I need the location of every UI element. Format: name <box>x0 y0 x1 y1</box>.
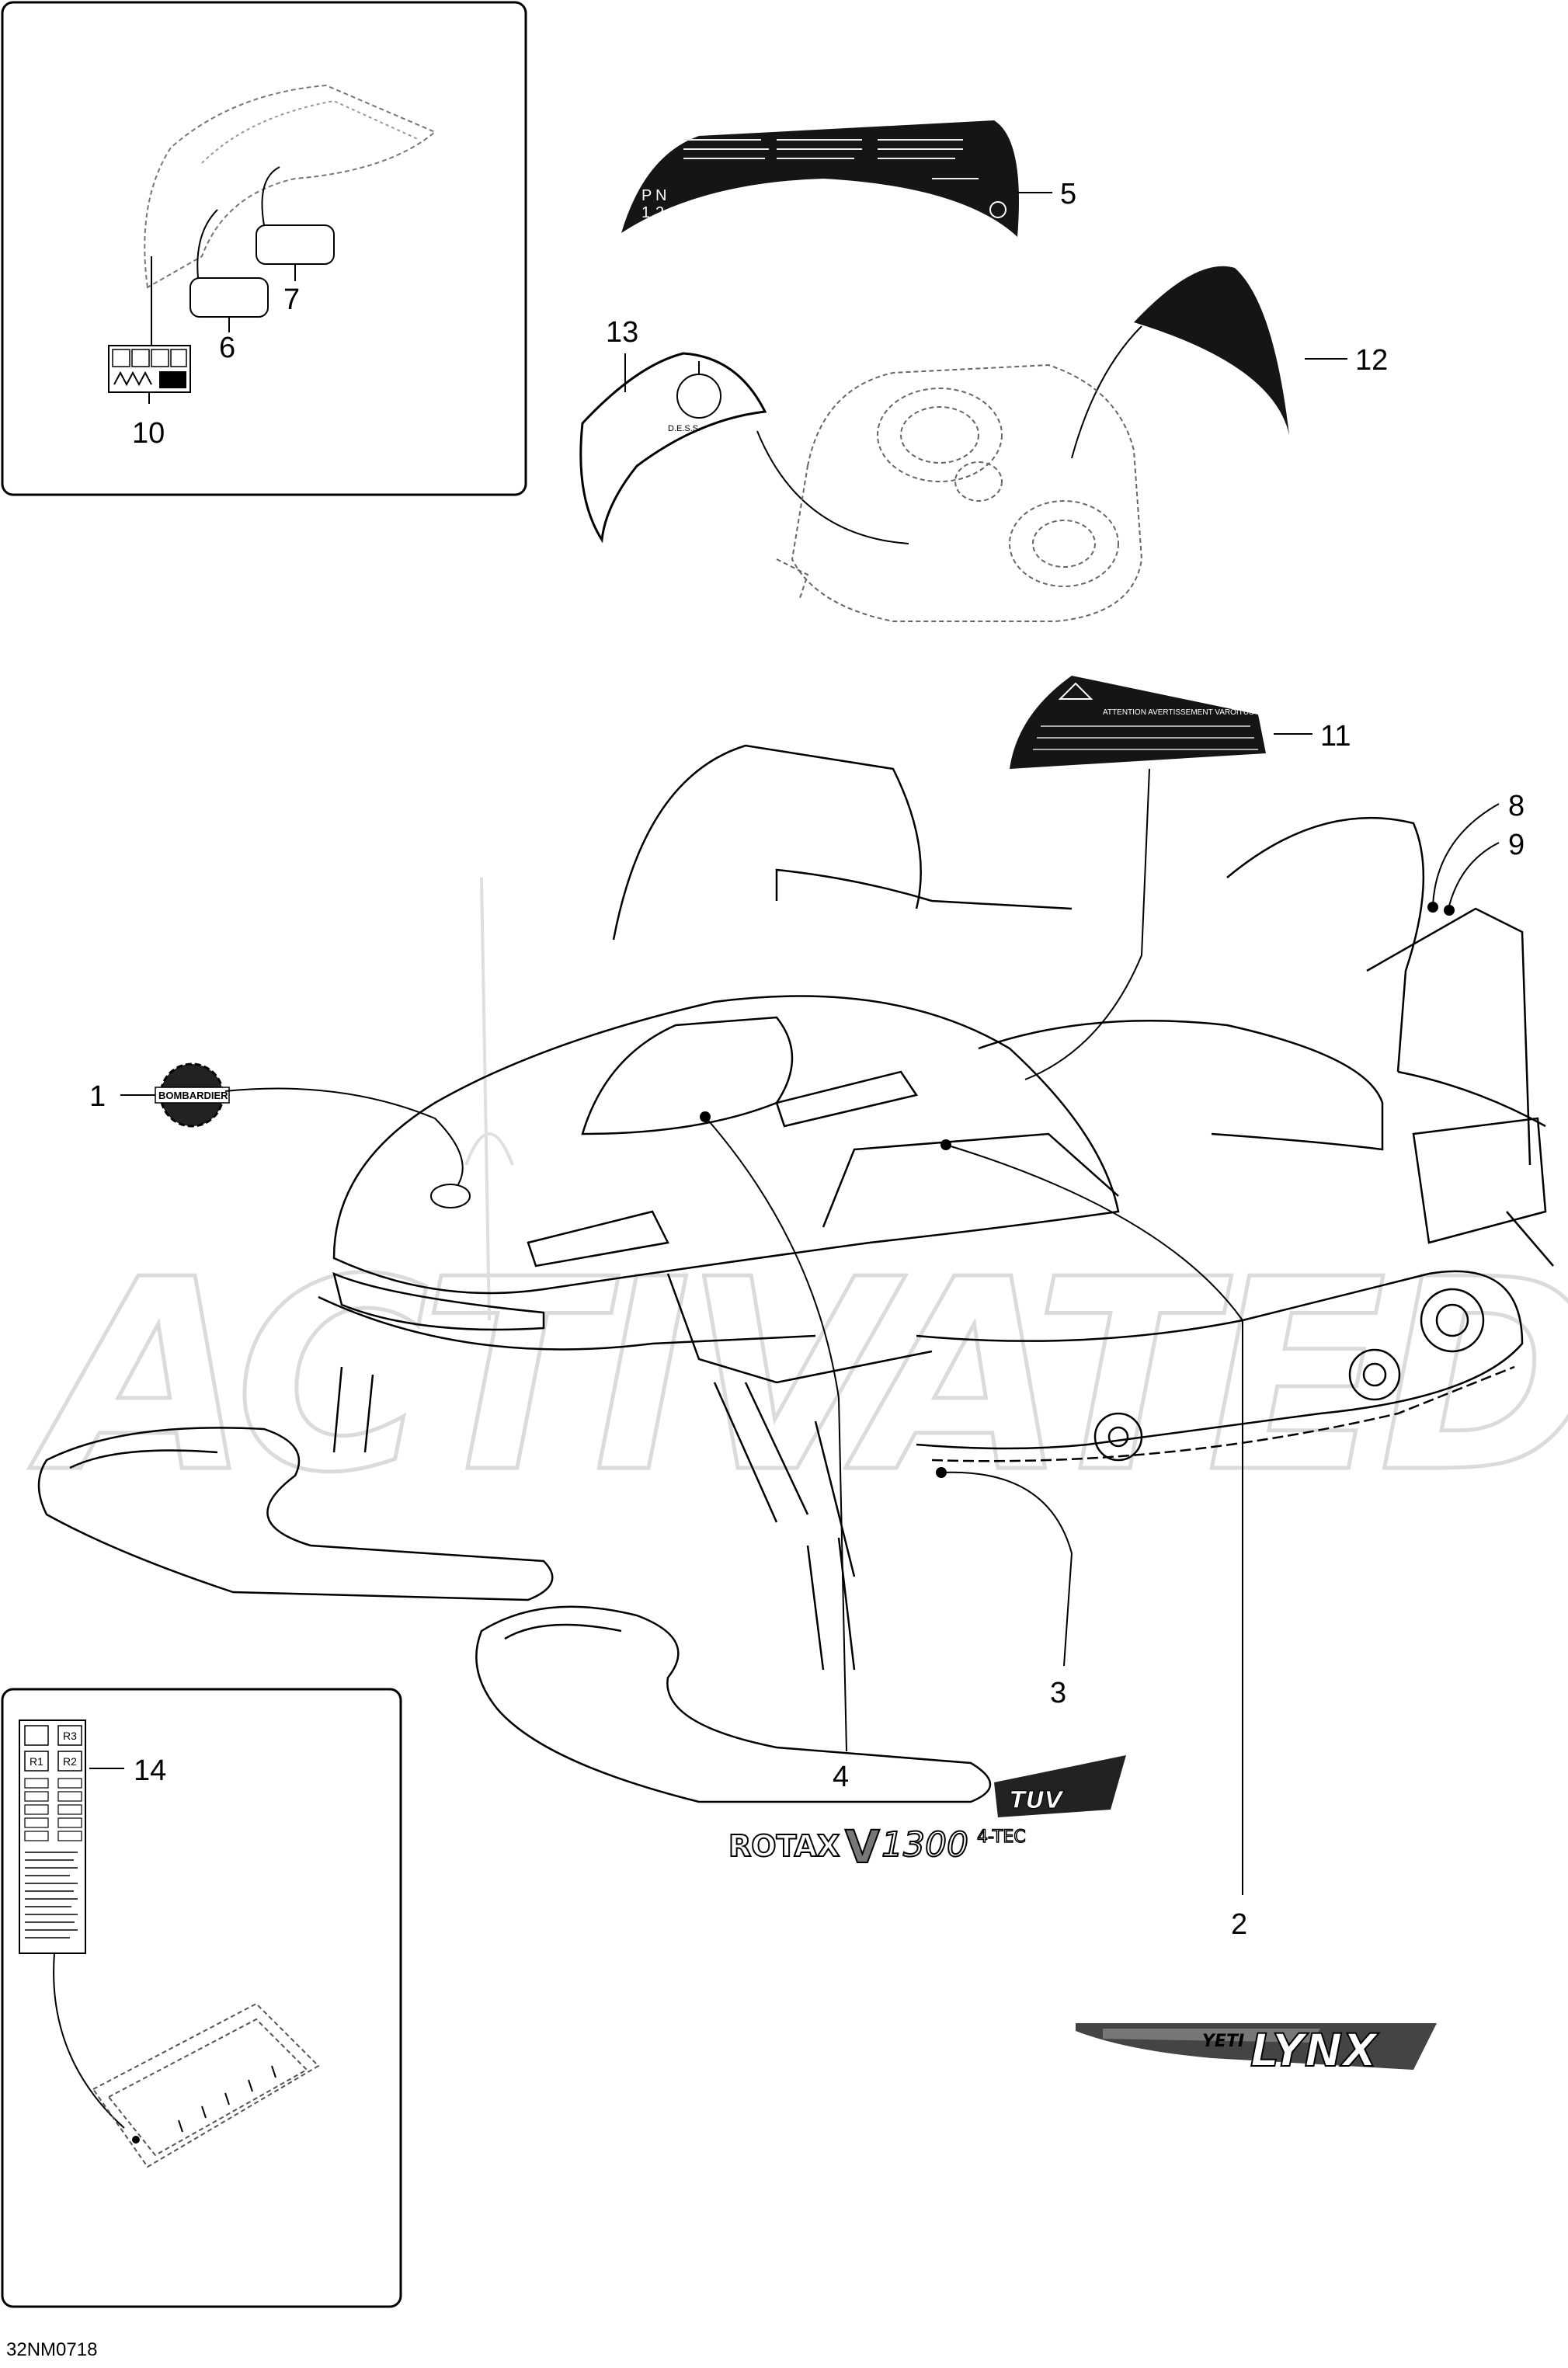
decal-6 <box>189 277 269 318</box>
callout-3: 3 <box>1050 1677 1066 1709</box>
decal-tuv: TUV <box>994 1755 1126 1817</box>
svg-text:LYNX: LYNX <box>1250 2024 1379 2077</box>
svg-text:V: V <box>845 1820 880 1873</box>
callout-5: 5 <box>1060 178 1076 210</box>
watermark: ACTIVATED <box>24 877 1568 1533</box>
decal-10 <box>108 345 191 393</box>
decal-yeti-lynx: YETI LYNX <box>1076 2023 1437 2078</box>
callout-1: 1 <box>89 1080 106 1113</box>
svg-text:2: 2 <box>655 204 664 221</box>
callout-12: 12 <box>1355 344 1388 377</box>
svg-text:YETI: YETI <box>1202 2032 1244 2051</box>
decal-11: ATTENTION AVERTISSEMENT VAROITUS <box>1010 676 1266 769</box>
decal-rotax: ROTAX V 1300 4-TEC <box>728 1820 1026 1874</box>
decal-13: D.E.S.S. <box>579 352 767 544</box>
snowmobile-outline <box>37 744 1554 1803</box>
callout-2: 2 <box>1231 1908 1247 1941</box>
callout-10: 10 <box>132 417 165 450</box>
watermark-text: ACTIVATED <box>26 1223 1568 1531</box>
decal-7 <box>256 224 335 265</box>
svg-text:R1: R1 <box>30 1755 43 1768</box>
svg-text:1300: 1300 <box>881 1825 968 1865</box>
svg-text:TUV: TUV <box>1010 1787 1065 1814</box>
inset-box-bottom: R3 R1 R2 14 <box>1 1688 402 2308</box>
inset-box-top: 7 6 10 <box>1 1 527 496</box>
callout-4: 4 <box>833 1761 849 1793</box>
svg-text:1: 1 <box>641 204 650 221</box>
callout-14: 14 <box>134 1754 166 1787</box>
svg-text:4-TEC: 4-TEC <box>977 1827 1026 1847</box>
callout-8: 8 <box>1508 790 1525 822</box>
svg-text:ATTENTION AVERTISSEMENT VARO: ATTENTION AVERTISSEMENT VAROITUS <box>1103 708 1254 717</box>
svg-text:R3: R3 <box>63 1730 77 1742</box>
callout-11: 11 <box>1320 720 1351 753</box>
svg-text:BOMBARDIER: BOMBARDIER <box>158 1090 228 1101</box>
decal-14: R3 R1 R2 <box>19 1719 86 1954</box>
engine-dashed <box>776 363 1143 622</box>
svg-text:N: N <box>655 187 666 204</box>
callout-13: 13 <box>606 316 638 349</box>
callout-7: 7 <box>283 283 300 316</box>
decal-5: P N 1 2 <box>621 120 1019 237</box>
decal-1: BOMBARDIER <box>155 1062 230 1128</box>
svg-text:D.E.S.S.: D.E.S.S. <box>668 424 701 433</box>
svg-text:ROTAX: ROTAX <box>728 1829 840 1863</box>
decal-12 <box>1134 266 1289 435</box>
callout-6: 6 <box>219 332 235 364</box>
reference-code: 32NM0718 <box>6 2339 98 2360</box>
callout-9: 9 <box>1508 829 1525 861</box>
svg-text:R2: R2 <box>63 1755 77 1768</box>
svg-text:P: P <box>641 187 652 204</box>
